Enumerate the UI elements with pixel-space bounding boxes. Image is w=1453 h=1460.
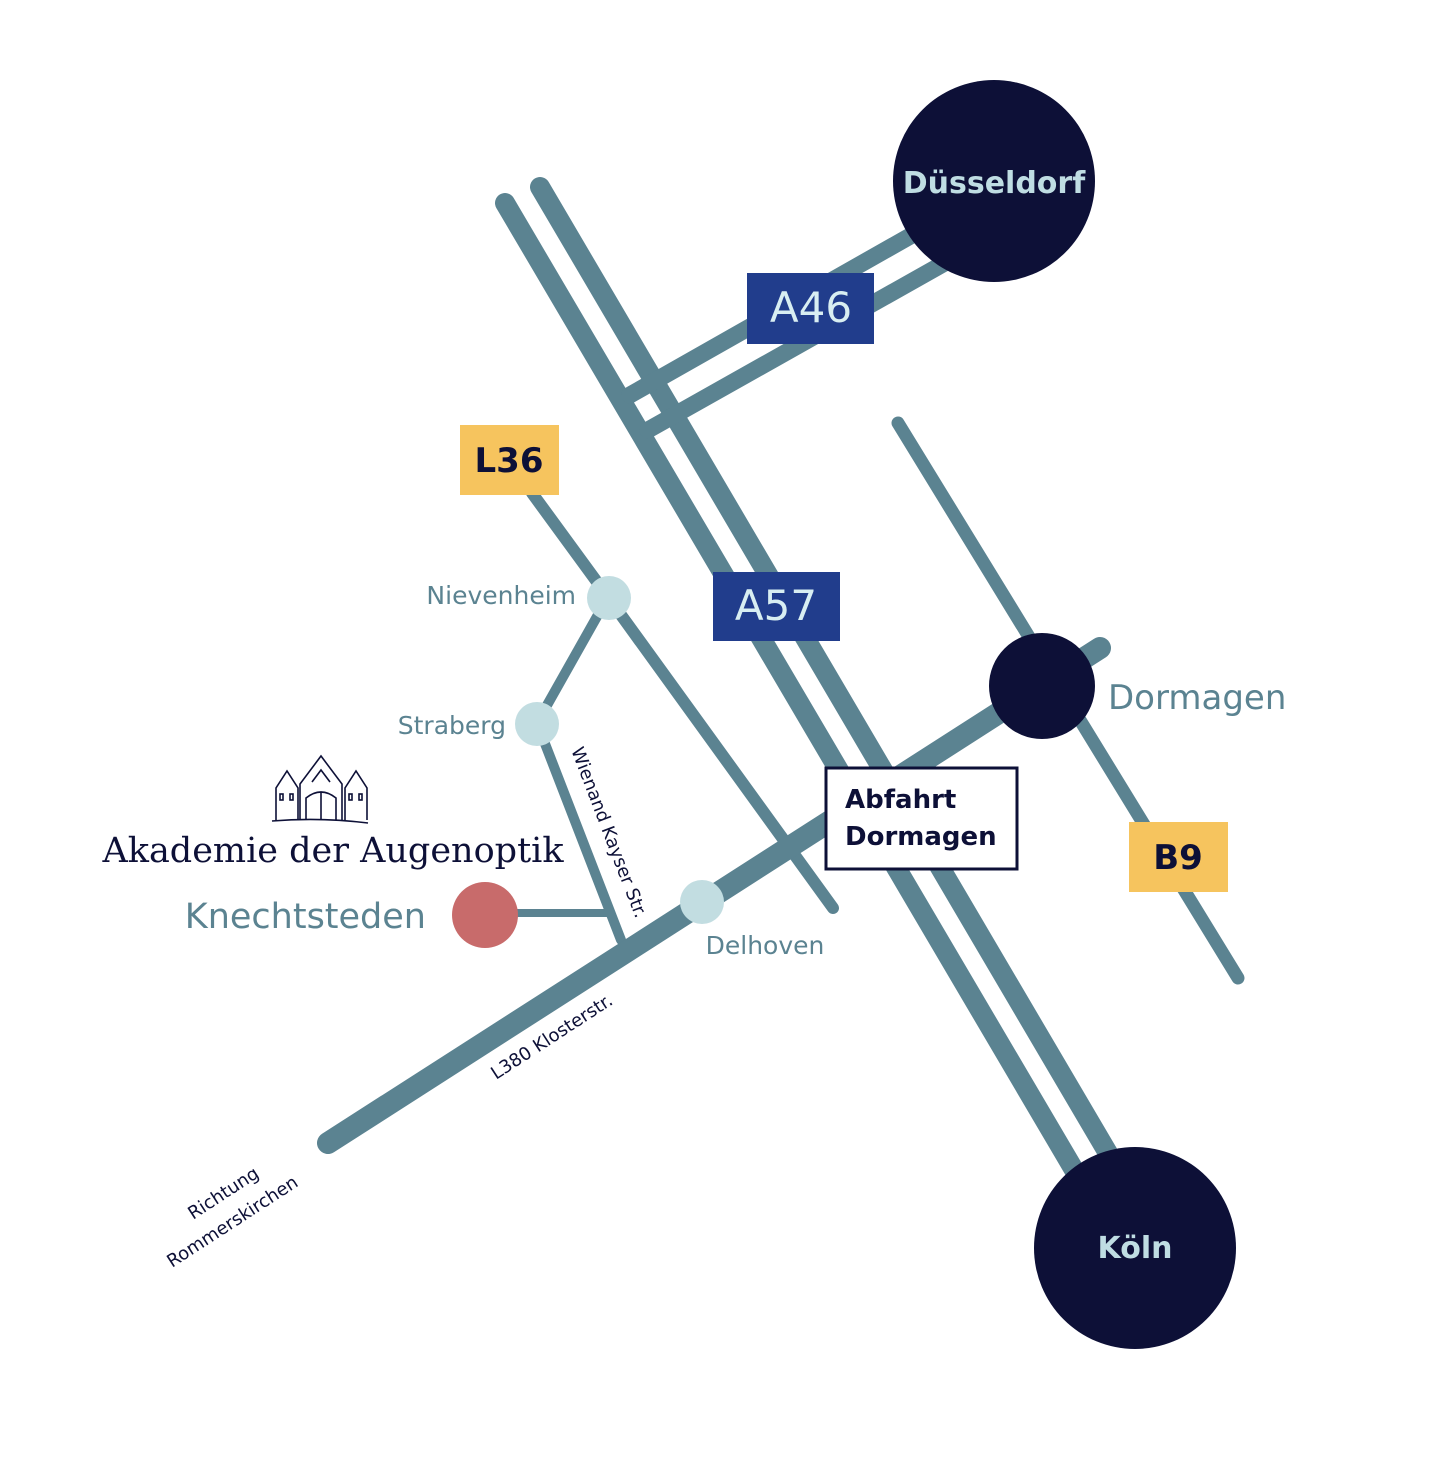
- village-straberg-label: Straberg: [398, 711, 506, 740]
- exit-label-line2: Dormagen: [845, 822, 997, 852]
- exit-dormagen-box: Abfahrt Dormagen: [824, 766, 1019, 871]
- a46-sign: A46: [747, 273, 874, 344]
- a57-motorway: [495, 177, 1125, 1190]
- city-dormagen: Dormagen: [989, 633, 1286, 739]
- a57-sign-label: A57: [735, 581, 817, 630]
- abbey-building-icon: [271, 754, 369, 824]
- destination-knechtsteden-label: Knechtsteden: [185, 897, 426, 937]
- l36-sign-label: L36: [475, 441, 544, 481]
- city-dormagen-label: Dormagen: [1108, 678, 1286, 718]
- academy-name-label: Akademie der Augenoptik: [101, 831, 564, 871]
- village-delhoven-label: Delhoven: [706, 931, 825, 960]
- city-duesseldorf-label: Düsseldorf: [903, 166, 1086, 201]
- village-straberg: Straberg: [398, 702, 559, 746]
- straberg-road: [532, 592, 613, 728]
- village-nievenheim: Nievenheim: [426, 576, 631, 620]
- b9-sign: B9: [1129, 822, 1228, 892]
- city-duesseldorf: Düsseldorf: [893, 80, 1095, 282]
- exit-label-line1: Abfahrt: [845, 785, 956, 815]
- village-delhoven: Delhoven: [680, 880, 824, 960]
- b9-sign-label: B9: [1153, 838, 1203, 878]
- a46-sign-label: A46: [770, 283, 852, 332]
- village-nievenheim-label: Nievenheim: [426, 581, 576, 610]
- a57-sign: A57: [713, 572, 840, 641]
- l36-road: [526, 487, 614, 603]
- wienand-kayser-road: [532, 718, 626, 945]
- city-koeln: Köln: [1034, 1147, 1236, 1349]
- l36-sign: L36: [460, 425, 559, 495]
- city-koeln-label: Köln: [1098, 1231, 1173, 1266]
- destination-knechtsteden: Knechtsteden: [185, 882, 518, 948]
